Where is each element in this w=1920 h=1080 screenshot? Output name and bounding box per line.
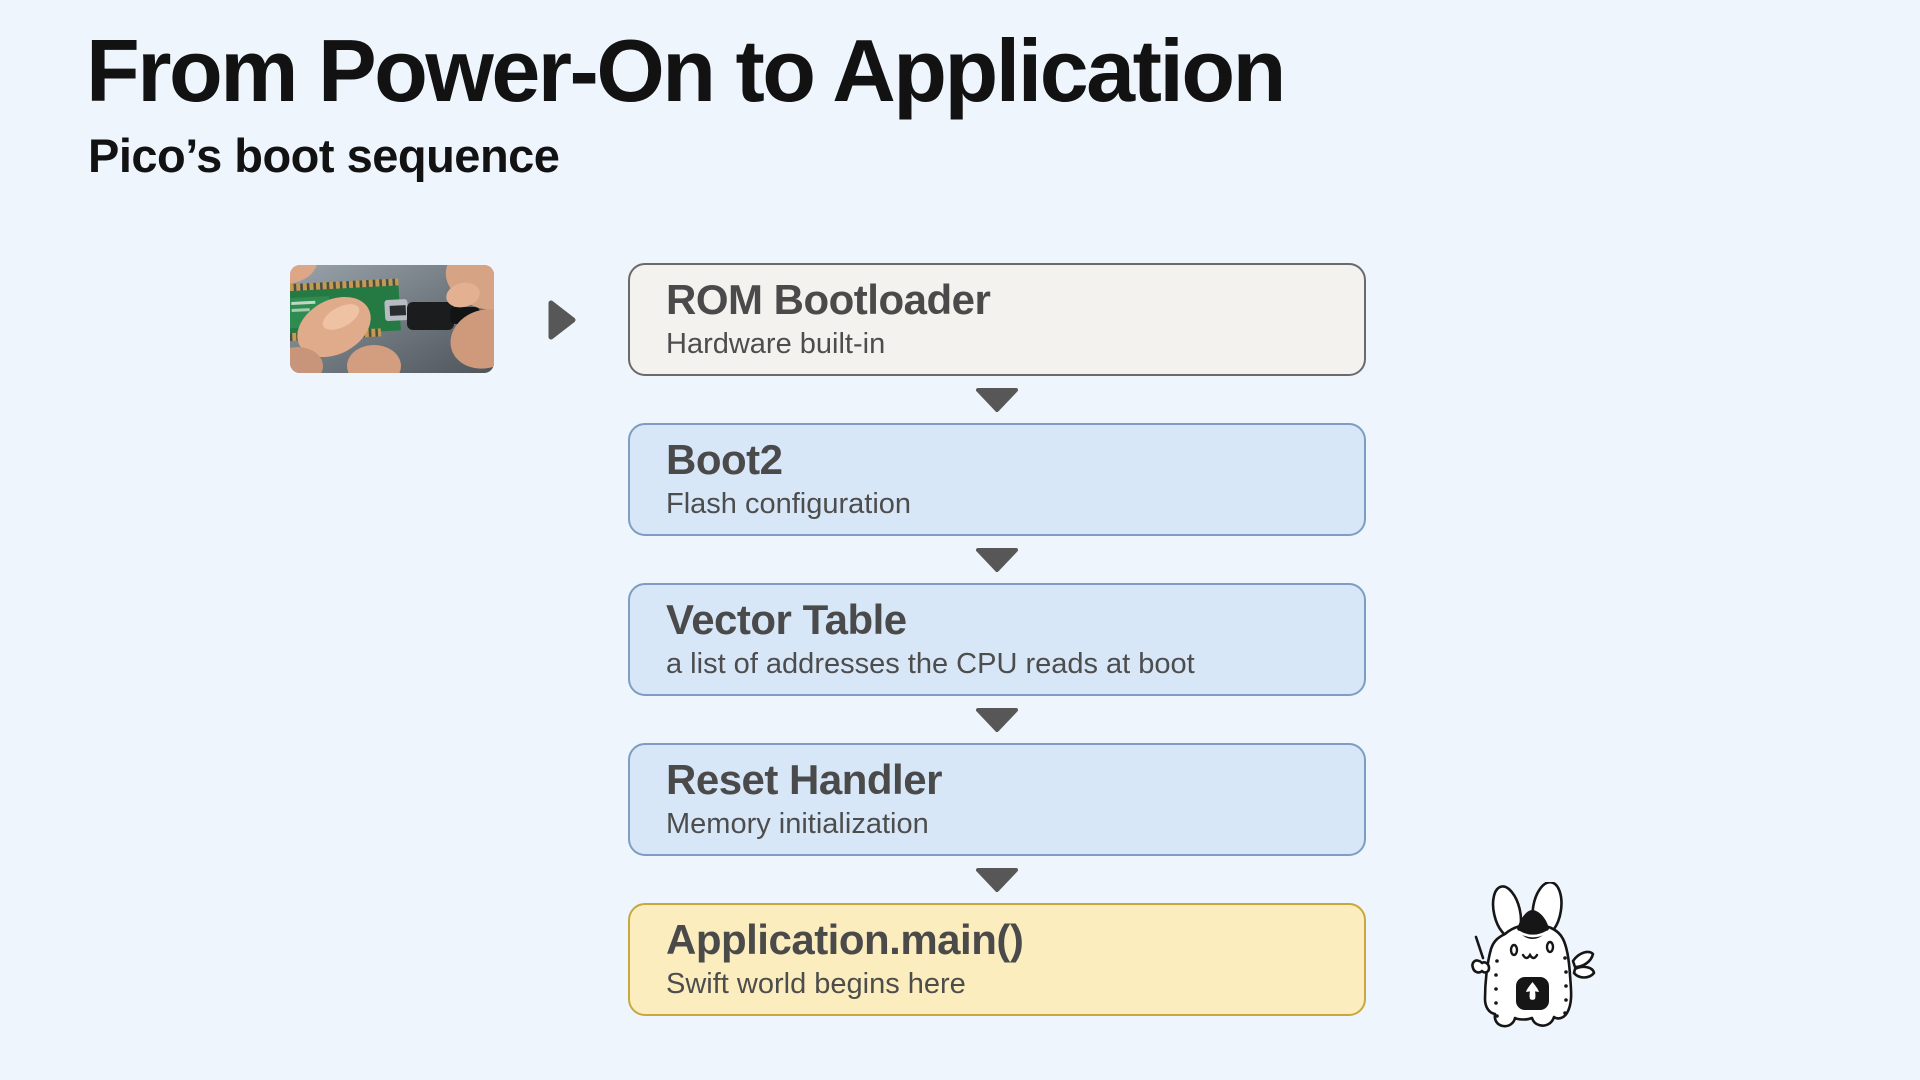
flow-step-reset-handler: Reset Handler Memory initialization (628, 743, 1366, 856)
down-arrow-icon (976, 547, 1018, 572)
step-title: Boot2 (666, 435, 783, 483)
flow-step-boot2: Boot2 Flash configuration (628, 423, 1366, 536)
flow-step-application-main: Application.main() Swift world begins he… (628, 903, 1366, 1016)
pico-mascot-illustration (1471, 882, 1596, 1028)
step-title: ROM Bootloader (666, 275, 991, 323)
step-title: Reset Handler (666, 755, 942, 803)
step-subtitle: a list of addresses the CPU reads at boo… (666, 648, 1195, 681)
flow-connector (628, 696, 1366, 743)
flow-connector (628, 856, 1366, 903)
pico-usb-photo (290, 265, 494, 373)
page-title: From Power-On to Application (86, 21, 1286, 120)
pico-usb-photo-image (290, 265, 494, 373)
flow-step-rom-bootloader: ROM Bootloader Hardware built-in (628, 263, 1366, 376)
boot-sequence-flowchart: ROM Bootloader Hardware built-in Boot2 F… (628, 263, 1366, 1016)
step-subtitle: Flash configuration (666, 488, 912, 521)
step-subtitle: Swift world begins here (666, 968, 966, 1001)
page-subtitle: Pico’s boot sequence (88, 129, 560, 182)
down-arrow-icon (976, 867, 1018, 892)
step-subtitle: Hardware built-in (666, 328, 886, 361)
step-subtitle: Memory initialization (666, 808, 929, 841)
down-arrow-icon (976, 707, 1018, 732)
flow-step-vector-table: Vector Table a list of addresses the CPU… (628, 583, 1366, 696)
down-arrow-icon (976, 387, 1018, 412)
step-title: Application.main() (666, 915, 1024, 963)
flow-connector (628, 376, 1366, 423)
step-title: Vector Table (666, 595, 907, 643)
right-arrow-icon (548, 300, 576, 340)
flow-connector (628, 536, 1366, 583)
